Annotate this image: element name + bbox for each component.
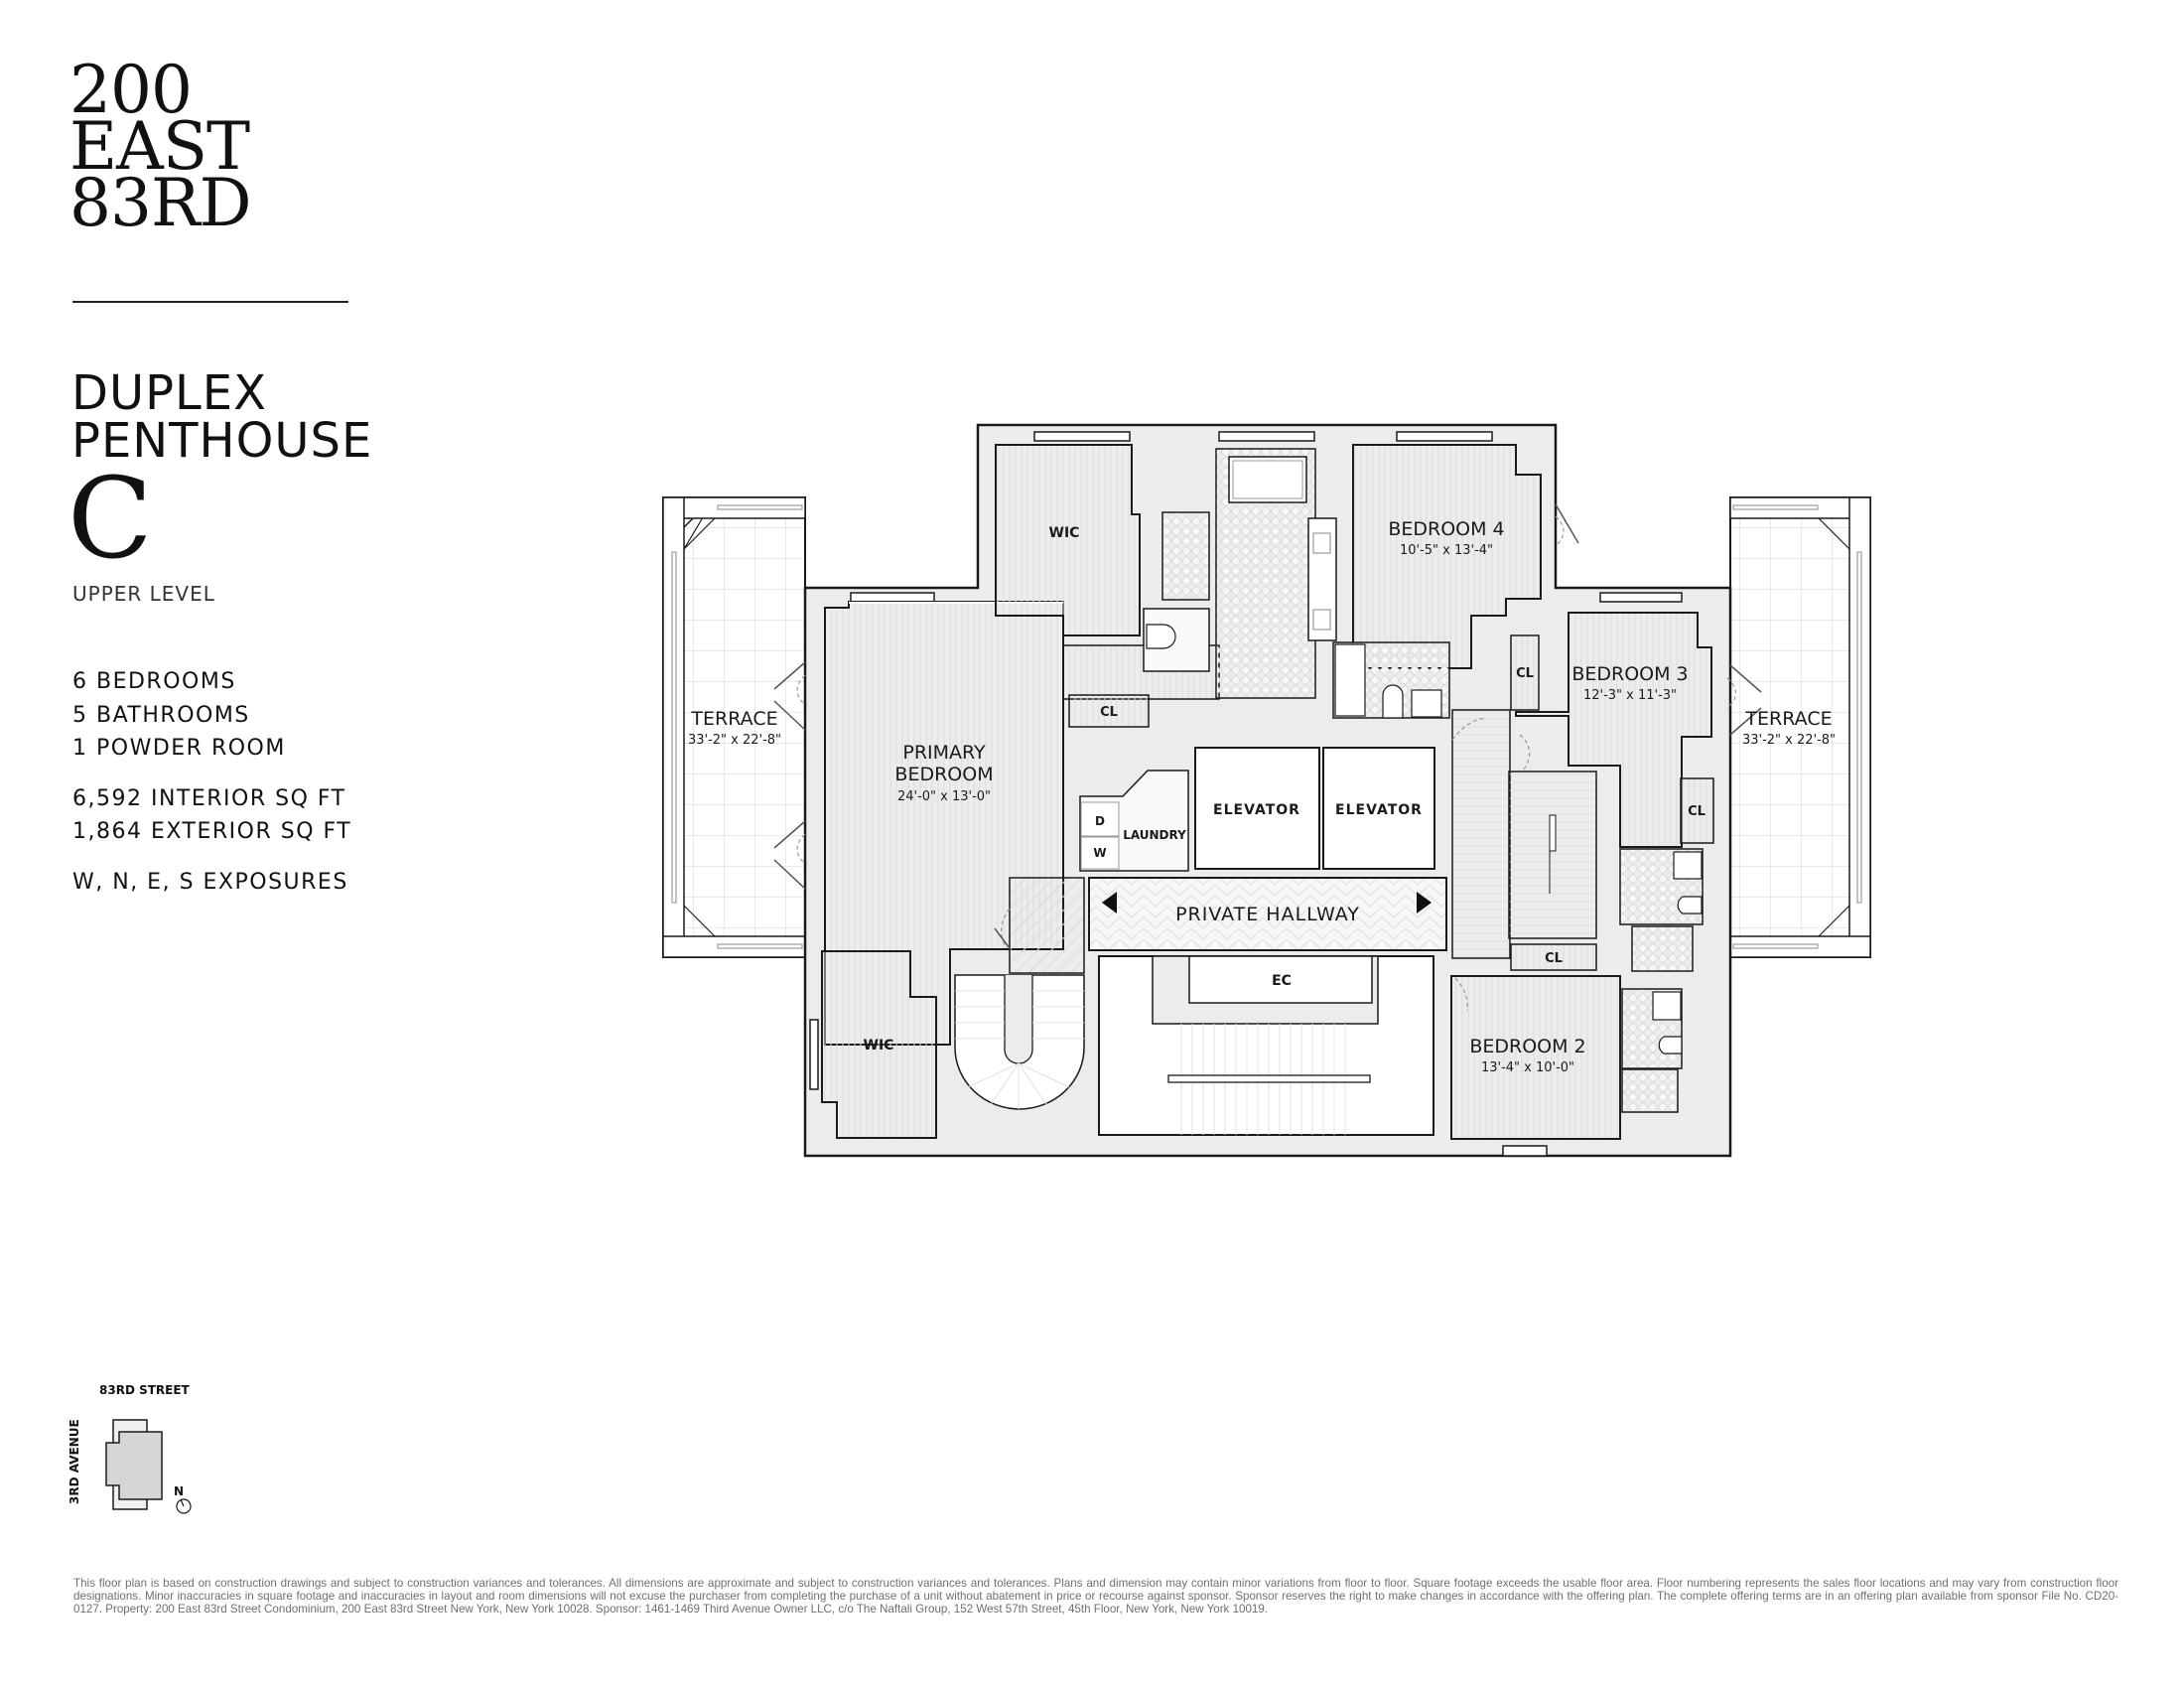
label-bedroom-3: BEDROOM 3: [1571, 663, 1688, 685]
label-elevator-1: ELEVATOR: [1213, 802, 1300, 818]
label-washer: W: [1093, 846, 1106, 860]
spec-interior-sqft: 6,592 INTERIOR SQ FT: [72, 785, 346, 811]
unit-type-title: DUPLEX PENTHOUSE: [71, 369, 372, 465]
key-plan-street: 83RD STREET: [99, 1383, 191, 1397]
label-terrace-east: TERRACE: [1744, 708, 1832, 730]
label-bedroom-4: BEDROOM 4: [1388, 518, 1504, 540]
arrow-left-icon: [1102, 892, 1117, 914]
terrace-east: [1729, 496, 1871, 958]
unit-specs: 6 BEDROOMS 5 BATHROOMS 1 POWDER ROOM 6,5…: [72, 665, 351, 899]
label-closet-bed4: CL: [1516, 666, 1534, 681]
key-plan-avenue: 3RD AVENUE: [68, 1419, 81, 1504]
unit-type-line2: PENTHOUSE: [71, 413, 373, 469]
dims-terrace-west: 33'-2" x 22'-8": [688, 733, 781, 748]
arrow-right-icon: [1417, 892, 1432, 914]
windows: [809, 431, 1683, 1157]
terrace-west: [662, 496, 806, 958]
label-wic-lower: WIC: [864, 1038, 894, 1054]
label-ec: EC: [1272, 973, 1292, 989]
closet-bed2: [1510, 943, 1597, 971]
bedroom-3-floor: [1515, 612, 1712, 848]
key-plan: 83RD STREET 3RD AVENUE N: [68, 1383, 192, 1514]
unit-type-line1: DUPLEX: [71, 365, 267, 421]
divider-rule: [72, 301, 348, 303]
spec-bedrooms: 6 BEDROOMS: [72, 669, 236, 694]
doors: [796, 515, 1737, 1012]
label-dryer: D: [1095, 814, 1105, 828]
wic-lower-floor: [821, 950, 937, 1139]
spec-powder-room: 1 POWDER ROOM: [72, 736, 286, 761]
label-private-hallway: PRIVATE HALLWAY: [1175, 904, 1360, 925]
label-primary-bedroom-1: PRIMARY: [902, 742, 986, 764]
stair-east: [1508, 771, 1597, 939]
closet-bed4: [1510, 634, 1540, 711]
wic-upper-floor: [995, 444, 1141, 636]
electric-closet: [1188, 955, 1373, 1004]
label-wic-upper: WIC: [1049, 525, 1080, 541]
label-terrace-west: TERRACE: [690, 708, 777, 730]
spec-exposures: W, N, E, S EXPOSURES: [72, 869, 348, 895]
label-laundry: LAUNDRY: [1123, 828, 1186, 842]
elevator-1: [1194, 747, 1320, 870]
building-logo: 200 EAST 83RD: [69, 52, 252, 241]
closet-primary: [1068, 694, 1150, 728]
logo-line-number: 200: [69, 52, 193, 128]
label-primary-bedroom-2: BEDROOM: [894, 764, 993, 785]
level-label: UPPER LEVEL: [72, 582, 215, 606]
logo-line-east: EAST: [69, 108, 250, 185]
dims-primary-bedroom: 24'-0" x 13'-0": [897, 789, 991, 804]
dims-bedroom-2: 13'-4" x 10'-0": [1481, 1060, 1574, 1075]
compass-icon: [176, 1498, 192, 1514]
closet-bed3: [1680, 777, 1714, 844]
north-label: N: [174, 1484, 184, 1498]
legal-disclaimer: This floor plan is based on construction…: [73, 1577, 2118, 1616]
label-closet-bed3: CL: [1688, 804, 1706, 819]
elevator-2: [1322, 747, 1435, 870]
dims-bedroom-3: 12'-3" x 11'-3": [1583, 688, 1677, 703]
label-closet-primary: CL: [1100, 705, 1118, 720]
spec-bathrooms: 5 BATHROOMS: [72, 702, 250, 728]
private-hallway: [1088, 877, 1447, 951]
spec-exterior-sqft: 1,864 EXTERIOR SQ FT: [72, 819, 352, 844]
label-elevator-2: ELEVATOR: [1335, 802, 1423, 818]
dims-terrace-east: 33'-2" x 22'-8": [1742, 733, 1836, 748]
bedroom-2-floor: [1450, 975, 1621, 1140]
logo-line-street: 83RD: [69, 165, 252, 241]
dims-bedroom-4: 10'-5" x 13'-4": [1400, 543, 1493, 558]
unit-letter: C: [68, 455, 153, 584]
label-closet-bed2: CL: [1545, 951, 1563, 966]
label-bedroom-2: BEDROOM 2: [1469, 1036, 1585, 1057]
